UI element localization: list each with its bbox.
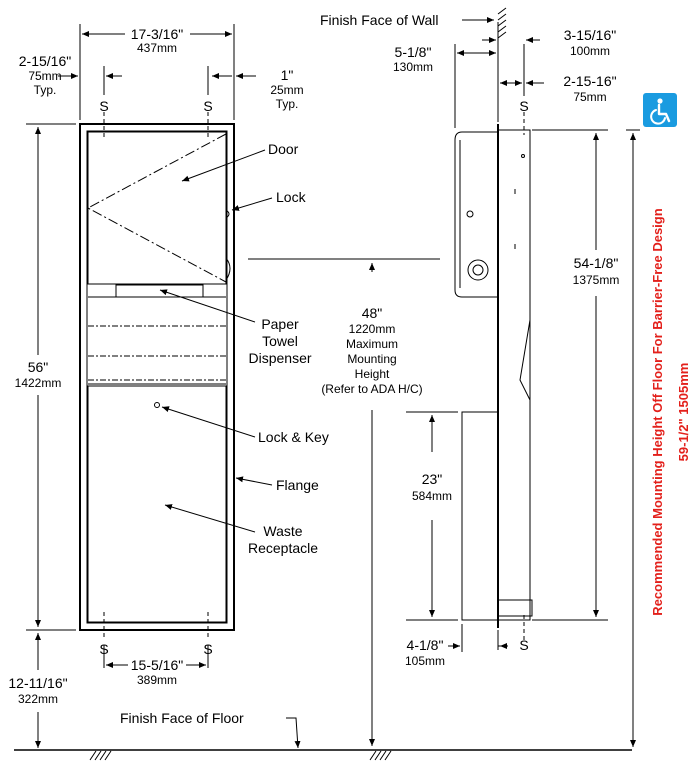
max-height-line3: Height	[355, 367, 390, 381]
side-recess-dim: 3-15/16"	[564, 27, 616, 43]
label-flange: Flange	[276, 477, 319, 493]
max-height-line4: (Refer to ADA H/C)	[321, 382, 422, 396]
front-right-offset-note: Typ.	[276, 97, 299, 111]
side-bin-dim-mm: 584mm	[412, 489, 452, 503]
label-paper-towel-1: Paper	[261, 316, 299, 332]
side-bottom-dim: 4-1/8"	[407, 637, 444, 653]
label-lock-and-key: Lock & Key	[258, 429, 329, 445]
max-mounting-dimension	[248, 258, 440, 746]
towel-dispenser-opening	[115, 284, 204, 298]
front-right-offset-dim-mm: 25mm	[270, 83, 303, 97]
label-lock: Lock	[276, 189, 307, 205]
front-bottom-width-dim: 15-5/16"	[131, 657, 183, 673]
side-stud-mark-bottom: S	[519, 637, 528, 653]
barrier-free-title: Recommended Mounting Height Off Floor Fo…	[650, 208, 665, 615]
label-waste-1: Waste	[263, 523, 302, 539]
barrier-free-dimension	[626, 129, 640, 747]
lock-and-key	[154, 402, 160, 408]
label-paper-towel-3: Dispenser	[248, 350, 311, 366]
label-floor: Finish Face of Floor	[120, 710, 244, 726]
wheelchair-accessibility-icon	[643, 93, 677, 127]
barrier-free-height: 59-1/2" 1505mm	[676, 363, 691, 462]
label-paper-towel-2: Towel	[262, 333, 298, 349]
side-height-dim: 54-1/8"	[574, 255, 619, 271]
side-depth-dim-mm: 130mm	[393, 60, 433, 74]
cabinet-inner	[86, 130, 228, 624]
front-left-offset-dim-mm: 75mm	[28, 69, 61, 83]
max-height-line1: Maximum	[346, 337, 398, 351]
front-height-dim: 56"	[28, 359, 49, 375]
front-floor-dim-mm: 322mm	[18, 692, 58, 706]
front-bottom-width-dim-mm: 389mm	[137, 673, 177, 687]
side-projection-dim-mm: 75mm	[573, 90, 606, 104]
side-height-dim-mm: 1375mm	[573, 273, 620, 287]
stud-mark-bottom-right: S	[203, 641, 212, 657]
side-projection-dim: 2-15-16"	[563, 73, 616, 89]
stud-mark-top-right: S	[203, 98, 212, 114]
door-lock	[225, 209, 230, 219]
front-left-offset-dim: 2-15/16"	[19, 53, 71, 69]
stud-mark-top-left: S	[99, 98, 108, 114]
max-height-dim: 48"	[362, 305, 383, 321]
front-floor-dim: 12-11/16"	[8, 675, 67, 691]
front-left-offset-note: Typ.	[34, 83, 57, 97]
front-height-dim-mm: 1422mm	[15, 376, 62, 390]
side-stud-mark-top: S	[519, 98, 528, 114]
side-view	[406, 7, 608, 652]
label-waste-2: Receptacle	[248, 540, 318, 556]
front-right-offset-dim: 1"	[281, 67, 294, 83]
side-bottom-dim-mm: 105mm	[405, 654, 445, 668]
side-lock	[466, 210, 474, 218]
waste-bin-section	[461, 411, 499, 621]
side-depth-dim: 5-1/8"	[395, 44, 432, 60]
floor-line	[14, 749, 632, 761]
stud-mark-bottom-left: S	[99, 641, 108, 657]
front-width-dim: 17-3/16"	[131, 26, 183, 42]
front-width-dim-mm: 437mm	[137, 41, 177, 55]
label-finish-face-wall: Finish Face of Wall	[320, 12, 439, 28]
waste-receptacle-door	[87, 385, 227, 623]
max-height-line2: Mounting	[347, 352, 396, 366]
door-hinge-swing	[86, 133, 227, 283]
dispenser-projecting-body	[454, 131, 498, 298]
recessed-cabinet-section	[497, 129, 531, 621]
upper-door	[87, 131, 227, 285]
side-bin-dim: 23"	[422, 471, 443, 487]
towel-roller-knob	[467, 259, 489, 281]
front-view	[26, 24, 301, 749]
flange-outline	[79, 123, 235, 631]
label-door: Door	[268, 141, 299, 157]
side-recess-dim-mm: 100mm	[570, 44, 610, 58]
max-height-dim-mm: 1220mm	[349, 322, 396, 336]
